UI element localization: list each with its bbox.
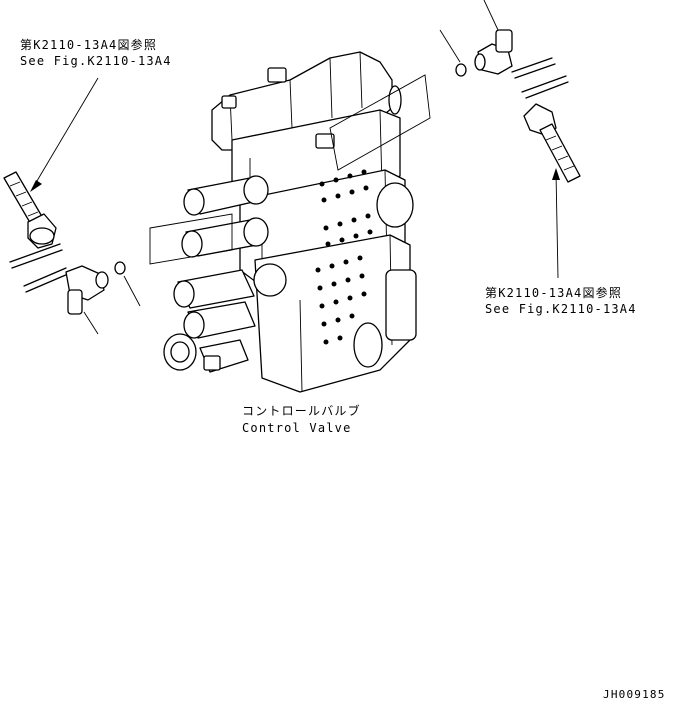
callout-right-jp: 第K2110-13A4図参照 xyxy=(485,286,623,300)
elbow-fitting-left[interactable] xyxy=(65,265,109,315)
control-valve[interactable] xyxy=(163,51,417,393)
leader-line xyxy=(83,311,99,335)
clip-left[interactable] xyxy=(9,243,69,293)
part-label-en: Control Valve xyxy=(242,421,352,435)
callout-left-en: See Fig.K2110-13A4 xyxy=(20,54,172,68)
drawing-code: JH009185 xyxy=(603,688,666,701)
leader-arrow-right xyxy=(552,168,560,279)
guide-plane-left xyxy=(149,213,233,265)
leader-line xyxy=(123,275,141,307)
leader-line xyxy=(439,29,461,63)
part-label-jp: コントロールバルブ xyxy=(242,404,361,418)
leader-line xyxy=(483,0,499,31)
o-ring-right[interactable] xyxy=(455,63,467,77)
hose-left[interactable] xyxy=(3,171,57,249)
o-ring-left[interactable] xyxy=(114,261,126,275)
leader-arrow-left xyxy=(30,77,99,192)
hose-right[interactable] xyxy=(523,103,581,183)
guide-plane-upper xyxy=(329,74,431,171)
elbow-fitting-right[interactable] xyxy=(474,29,513,75)
clip-right[interactable] xyxy=(511,57,569,99)
callout-left-jp: 第K2110-13A4図参照 xyxy=(20,38,158,52)
callout-right-en: See Fig.K2110-13A4 xyxy=(485,302,637,316)
